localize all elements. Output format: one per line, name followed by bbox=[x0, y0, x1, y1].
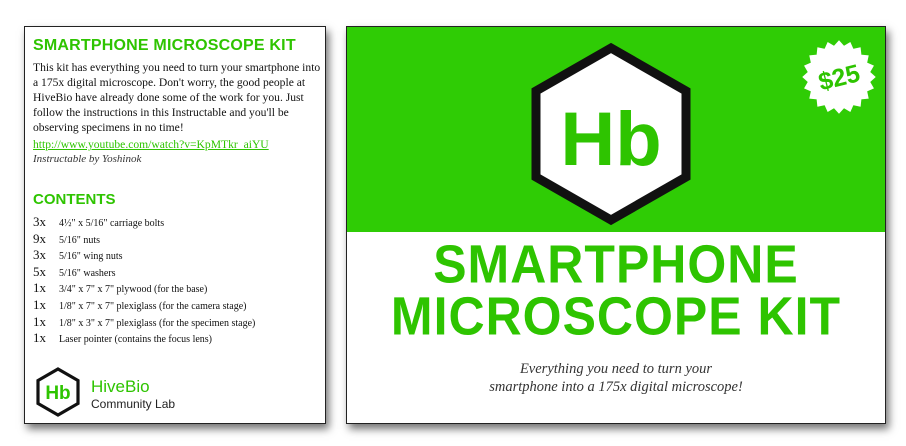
video-link[interactable]: http://www.youtube.com/watch?v=KpMTkr_ai… bbox=[33, 138, 269, 151]
item-quantity: 1x bbox=[33, 330, 46, 346]
list-item: 1x 1/8" x 3" x 7" plexiglass (for the spe… bbox=[33, 313, 255, 330]
kit-cover-card: Hb $25 SMARTPHONE MICROSCOPE KIT Everyth… bbox=[346, 26, 886, 424]
instructable-credit: Instructable by Yoshinok bbox=[33, 153, 142, 165]
list-item: 1x 1/8" x 7" x 7" plexiglass (for the cam… bbox=[33, 296, 255, 313]
item-quantity: 3x bbox=[33, 214, 46, 229]
hexagon-logo-icon: Hb bbox=[531, 42, 691, 226]
item-description: 5/16" wing nuts bbox=[59, 251, 123, 263]
item-quantity: 1x bbox=[33, 313, 46, 329]
kit-description: This kit has everything you need to turn… bbox=[33, 61, 321, 134]
logo-text: Hb bbox=[45, 383, 70, 404]
item-description: 5/16" washers bbox=[59, 267, 116, 279]
brand-name: HiveBio bbox=[91, 377, 150, 396]
item-quantity: 3x bbox=[33, 247, 46, 263]
list-item: 1x Laser pointer (contains the focus lens… bbox=[33, 329, 255, 346]
headline-line-2: MICROSCOPE KIT bbox=[390, 285, 842, 347]
list-item: 3x 4½" x 5/16" carriage bolts bbox=[33, 213, 255, 230]
item-description: 4½" x 5/16" carriage bolts bbox=[59, 218, 165, 229]
tagline-line-1: Everything you need to turn your bbox=[519, 361, 713, 377]
tagline-line-2: smartphone into a 175x digital microscop… bbox=[489, 379, 743, 395]
item-description: Laser pointer (contains the focus lens) bbox=[59, 334, 213, 346]
list-item: 9x 5/16" nuts bbox=[33, 230, 255, 247]
item-quantity: 9x bbox=[33, 230, 46, 246]
logo-text: Hb bbox=[560, 97, 661, 182]
brand-subtitle: Community Lab bbox=[91, 397, 176, 411]
list-item: 5x 5/16" washers bbox=[33, 263, 255, 280]
item-quantity: 5x bbox=[33, 263, 46, 279]
item-description: 5/16" nuts bbox=[59, 234, 101, 246]
kit-title: SMARTPHONE MICROSCOPE KIT bbox=[33, 37, 296, 54]
item-quantity: 1x bbox=[33, 296, 46, 312]
item-quantity: 1x bbox=[33, 280, 46, 296]
contents-heading: CONTENTS bbox=[33, 191, 116, 208]
item-description: 3/4" x 7" x 7" plywood (for the base) bbox=[59, 284, 208, 296]
item-description: 1/8" x 7" x 7" plexiglass (for the camer… bbox=[59, 300, 247, 312]
list-item: 1x 3/4" x 7" x 7" plywood (for the base) bbox=[33, 279, 255, 296]
hivebio-logo-icon: Hb bbox=[36, 367, 80, 417]
list-item: 3x 5/16" wing nuts bbox=[33, 246, 255, 263]
price-badge: $25 bbox=[802, 40, 876, 114]
instructions-card: SMARTPHONE MICROSCOPE KIT This kit has e… bbox=[24, 26, 326, 424]
contents-list: 3x 4½" x 5/16" carriage bolts 9x 5/16" nut… bbox=[33, 213, 255, 346]
headline-line-1: SMARTPHONE bbox=[433, 233, 799, 295]
item-description: 1/8" x 3" x 7" plexiglass (for the speci… bbox=[59, 317, 256, 329]
